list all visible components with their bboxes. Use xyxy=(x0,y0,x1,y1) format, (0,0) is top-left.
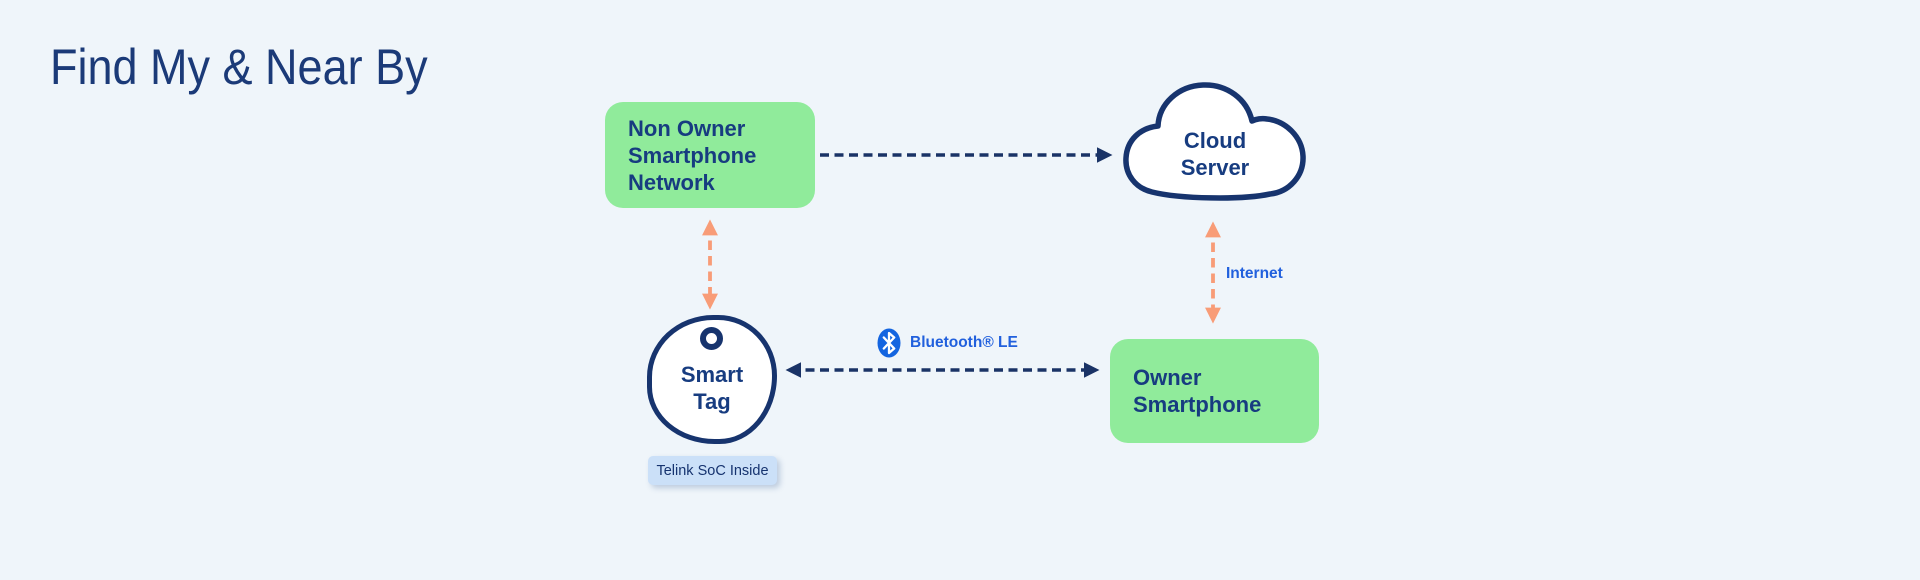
node-label-line: Owner xyxy=(1133,365,1202,390)
tag-keyring-hole xyxy=(700,327,723,350)
internet-label: Internet xyxy=(1226,265,1283,282)
node-owner-smartphone: Owner Smartphone xyxy=(1110,339,1319,443)
bluetooth-le-label: Bluetooth® LE xyxy=(910,334,1018,351)
node-smart-tag: Smart Tag xyxy=(647,315,777,444)
node-label-line: Smart xyxy=(680,361,744,387)
node-label-line: Tag xyxy=(693,388,731,414)
page-title: Find My & Near By xyxy=(50,39,428,95)
node-label-line: Cloud xyxy=(1183,128,1247,153)
node-label-line: Non Owner xyxy=(628,115,746,141)
node-label-line: Network xyxy=(628,169,715,195)
node-cloud-server: Cloud Server xyxy=(1118,76,1312,214)
node-label-line: Smartphone xyxy=(1133,392,1262,417)
node-non-owner-smartphone-network: Non Owner Smartphone Network xyxy=(605,102,815,208)
bluetooth-icon xyxy=(877,328,901,358)
node-label-line: Server xyxy=(1180,155,1250,180)
telink-soc-badge: Telink SoC Inside xyxy=(648,456,777,485)
cloud-icon xyxy=(1123,82,1306,201)
node-cloud-server-label: Cloud Server xyxy=(1118,127,1312,181)
node-label-line: Smartphone xyxy=(628,142,757,168)
